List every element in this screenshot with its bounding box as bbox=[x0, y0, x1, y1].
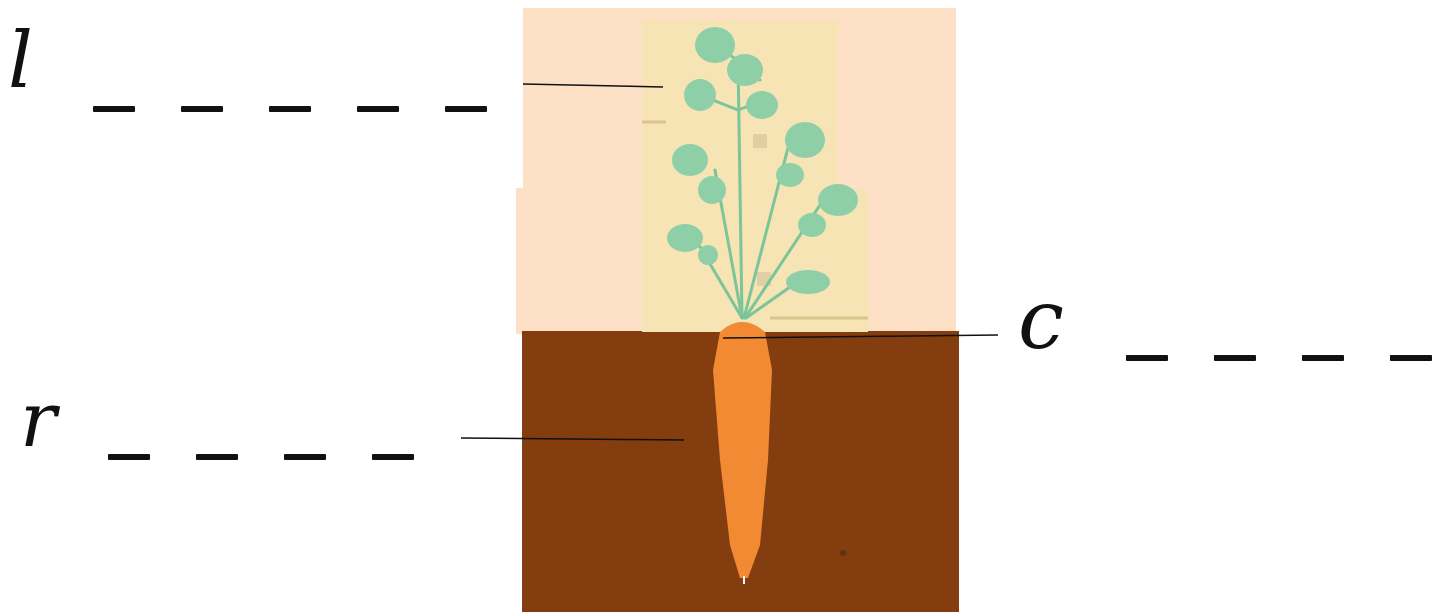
root-answer-blank bbox=[284, 454, 326, 460]
card-watermark bbox=[753, 134, 767, 148]
leaf-answer-blank bbox=[357, 106, 399, 112]
carrot-leaves bbox=[667, 27, 858, 294]
leaf-answer-blank bbox=[269, 106, 311, 112]
leaf-answer-blank bbox=[93, 106, 135, 112]
leaf-answer-blank bbox=[445, 106, 487, 112]
soil-speck bbox=[840, 550, 846, 556]
crown-label-initial: c bbox=[1018, 280, 1064, 362]
root-answer-blank bbox=[372, 454, 414, 460]
crown-answer-blank bbox=[1390, 355, 1432, 361]
root-label-initial: r bbox=[20, 382, 56, 458]
crown-answer-blank bbox=[1214, 355, 1256, 361]
root-pointer-line bbox=[461, 438, 684, 440]
crown-answer-blank bbox=[1126, 355, 1168, 361]
carrot-root bbox=[713, 322, 772, 578]
crown-answer-blank bbox=[1302, 355, 1344, 361]
leaf-label-initial: l bbox=[8, 22, 33, 100]
leaf-pointer-line bbox=[523, 84, 663, 87]
root-answer-blank bbox=[108, 454, 150, 460]
leaf-answer-blank bbox=[181, 106, 223, 112]
root-answer-blank bbox=[196, 454, 238, 460]
